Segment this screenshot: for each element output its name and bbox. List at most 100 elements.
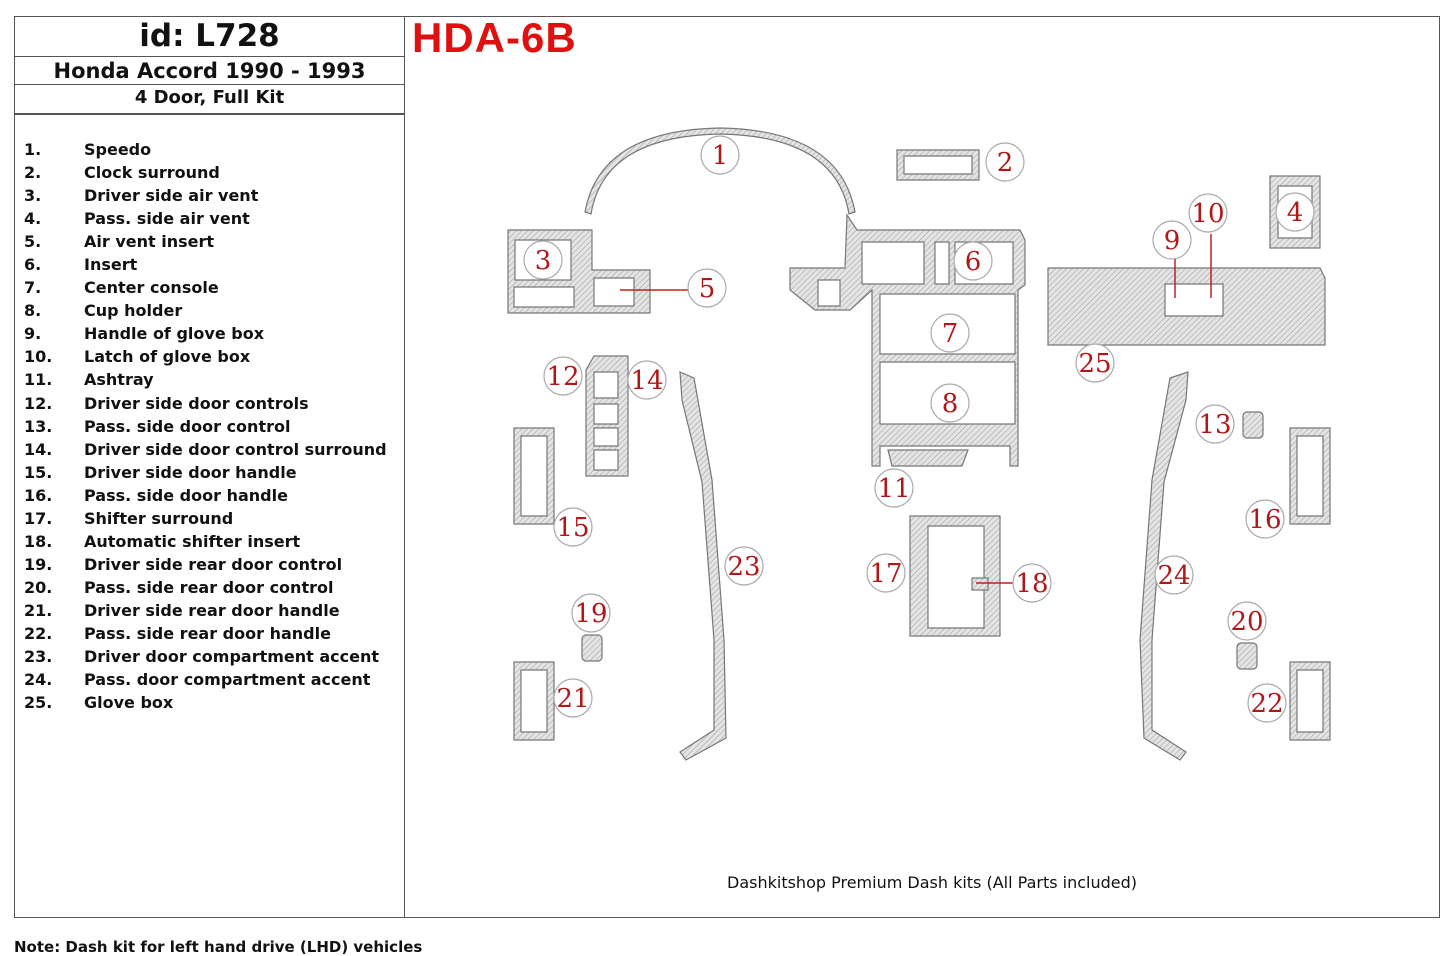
list-item: 14.Driver side door control surround <box>24 440 387 463</box>
svg-text:25: 25 <box>1078 349 1111 379</box>
svg-text:6: 6 <box>965 247 982 277</box>
kit-description: 4 Door, Full Kit <box>14 85 405 115</box>
part-name: Cup holder <box>84 301 183 321</box>
list-item: 22.Pass. side rear door handle <box>24 624 387 647</box>
svg-text:2: 2 <box>997 148 1014 178</box>
callout-11: 11 <box>874 468 914 508</box>
part-shifter-surround <box>909 515 1001 637</box>
list-item: 13. Pass. side door control <box>24 417 387 440</box>
part-number: 7. <box>24 278 42 298</box>
list-item: 21.Driver side rear door handle <box>24 601 387 624</box>
svg-text:13: 13 <box>1198 410 1231 440</box>
svg-text:16: 16 <box>1248 505 1281 535</box>
part-name: Pass. side door control <box>84 416 291 436</box>
part-name: Driver side rear door control <box>84 554 343 574</box>
part-number: 25. <box>24 693 53 713</box>
list-item: 4.Pass. side air vent <box>24 209 387 232</box>
list-item: 10. Latch of glove box <box>24 347 387 370</box>
part-number: 14. <box>24 439 53 459</box>
part-number: 13. <box>24 416 53 436</box>
leader-lines <box>620 234 1212 584</box>
callout-2: 2 <box>985 142 1025 182</box>
callout-13: 13 <box>1195 404 1235 444</box>
svg-text:14: 14 <box>630 366 663 396</box>
callout-21: 21 <box>553 678 593 718</box>
list-item: 8. Cup holder <box>24 301 387 324</box>
part-pass-rear-door-handle <box>1289 661 1331 741</box>
part-number: 6. <box>24 255 42 275</box>
part-driver-accent <box>679 371 727 761</box>
svg-text:4: 4 <box>1287 198 1304 228</box>
list-item: 24.Pass. door compartment accent <box>24 670 387 693</box>
part-speedo <box>584 127 856 215</box>
part-number: 3. <box>24 186 42 206</box>
part-name: Pass. side door handle <box>84 485 288 505</box>
callout-17: 17 <box>866 553 906 593</box>
callout-4: 4 <box>1275 192 1315 232</box>
part-clock-surround <box>896 149 980 181</box>
caption: Dashkitshop Premium Dash kits (All Parts… <box>727 873 1138 892</box>
list-item: 3. Driver side air vent <box>24 186 387 209</box>
svg-text:5: 5 <box>699 274 716 304</box>
svg-text:9: 9 <box>1164 226 1181 256</box>
part-pass-accent <box>1139 371 1189 761</box>
part-driver-door-controls <box>585 355 629 477</box>
callout-10: 10 <box>1188 193 1228 233</box>
callout-20: 20 <box>1227 601 1267 641</box>
callout-22: 22 <box>1247 683 1287 723</box>
part-name: Insert <box>84 255 138 275</box>
part-number: 8. <box>24 301 42 321</box>
info-panel: id: L728 Honda Accord 1990 - 1993 4 Door… <box>14 16 405 918</box>
sheet-frame <box>14 16 1440 918</box>
part-name: Driver side air vent <box>84 186 259 206</box>
part-number: 23. <box>24 647 53 667</box>
vehicle-model: Honda Accord 1990 - 1993 <box>14 57 405 85</box>
callout-7: 7 <box>930 313 970 353</box>
part-number: 11. <box>24 370 53 390</box>
svg-text:17: 17 <box>869 559 902 589</box>
part-driver-air-vent <box>507 229 651 314</box>
kit-code: HDA-6B <box>412 14 577 61</box>
callout-18: 18 <box>1012 563 1052 603</box>
list-item: 1.Speedo <box>24 140 387 163</box>
svg-text:18: 18 <box>1015 569 1048 599</box>
list-item: 18.Automatic shifter insert <box>24 532 387 555</box>
list-item: 7.Center console <box>24 278 387 301</box>
part-name: Latch of glove box <box>84 347 251 367</box>
svg-text:15: 15 <box>556 513 589 543</box>
part-number: 18. <box>24 531 53 551</box>
part-number: 16. <box>24 485 53 505</box>
part-name: Driver door compartment accent <box>84 647 380 667</box>
part-number: 12. <box>24 393 53 413</box>
callout-23: 23 <box>724 546 764 586</box>
list-item: 15.Driver side door handle <box>24 463 387 486</box>
svg-text:22: 22 <box>1250 689 1283 719</box>
list-item: 5.Air vent insert <box>24 232 387 255</box>
svg-text:24: 24 <box>1157 561 1190 591</box>
part-center-console <box>789 213 1026 467</box>
part-ashtray <box>887 449 969 467</box>
svg-text:11: 11 <box>877 474 910 504</box>
svg-text:3: 3 <box>535 246 552 276</box>
part-name: Pass. side rear door handle <box>84 623 331 643</box>
part-number: 9. <box>24 324 42 344</box>
callout-3: 3 <box>523 240 563 280</box>
part-number: 10. <box>24 347 53 367</box>
part-number: 17. <box>24 508 53 528</box>
svg-text:8: 8 <box>942 389 959 419</box>
callout-8: 8 <box>930 383 970 423</box>
part-glove-box <box>1047 267 1326 346</box>
list-item: 17. Shifter surround <box>24 509 387 532</box>
list-item: 16. Pass. side door handle <box>24 486 387 509</box>
part-name: Clock surround <box>84 163 220 183</box>
svg-text:20: 20 <box>1230 607 1263 637</box>
list-item: 23. Driver door compartment accent <box>24 647 387 670</box>
callout-5: 5 <box>687 268 727 308</box>
svg-text:12: 12 <box>546 362 579 392</box>
part-name: Shifter surround <box>84 508 234 528</box>
callout-19: 19 <box>571 593 611 633</box>
part-driver-rear-door-control <box>581 634 603 662</box>
part-number: 4. <box>24 209 42 229</box>
